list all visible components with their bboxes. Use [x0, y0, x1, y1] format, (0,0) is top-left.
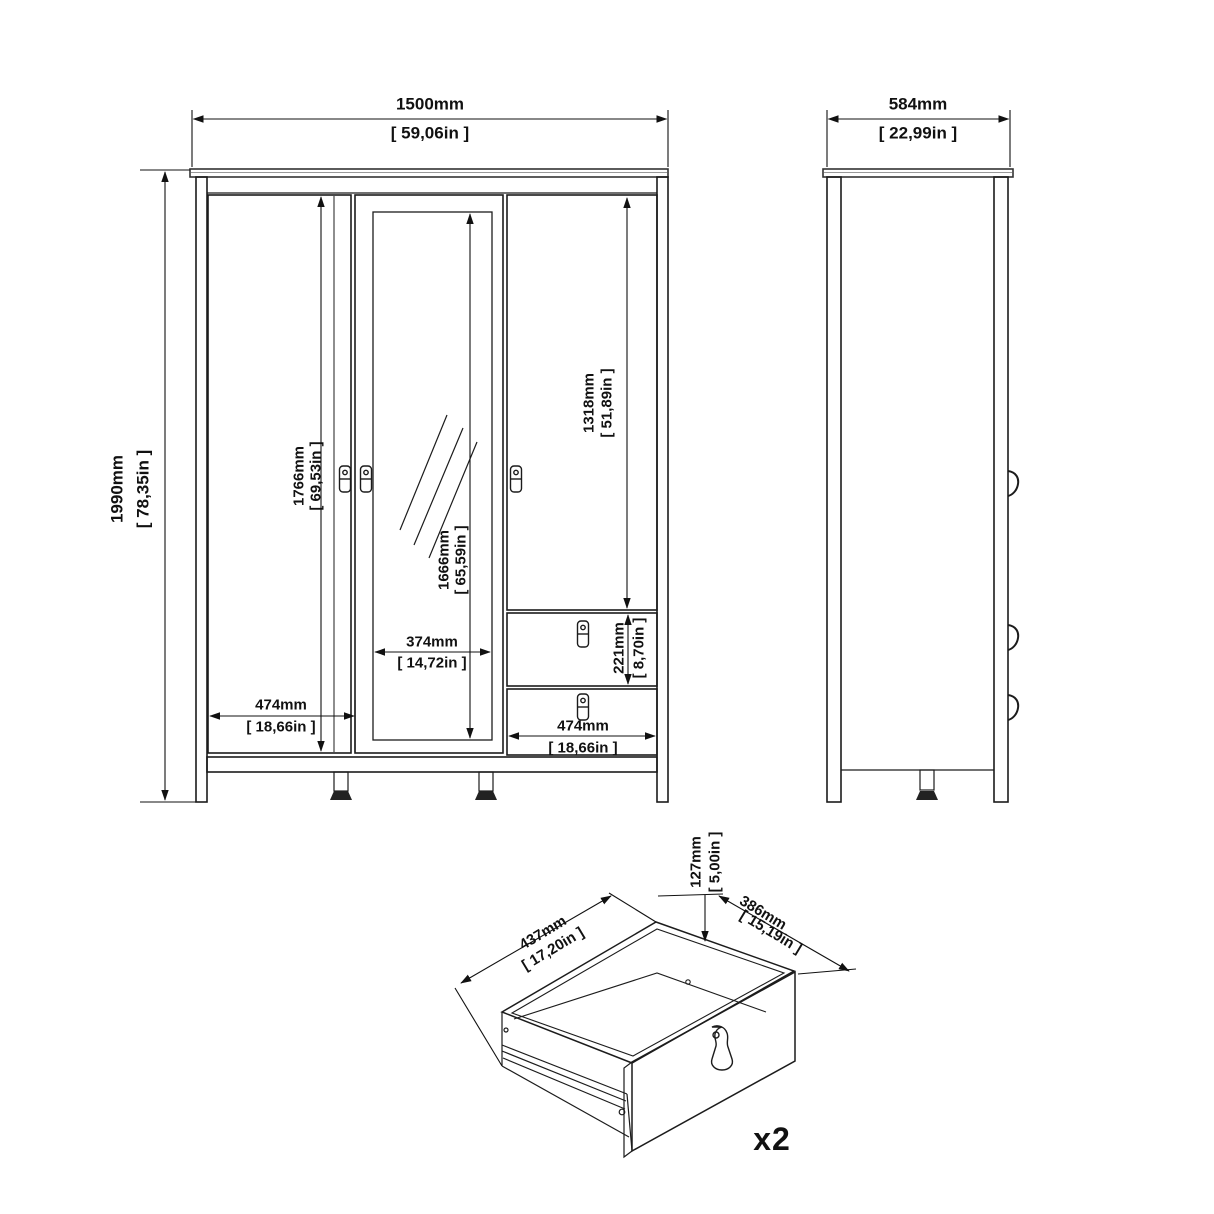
left-door-height-mm-label: 1766mm	[290, 445, 308, 507]
front-drawer-2	[506, 688, 658, 756]
side-hook-1	[1007, 470, 1020, 497]
front-width-in-label: [ 59,06in ]	[390, 123, 470, 143]
front-left-foot	[330, 771, 352, 800]
front-width-mm-label: 1500mm	[395, 94, 465, 114]
drawer-pull-handle	[710, 1025, 734, 1071]
side-handle-hooks	[1007, 470, 1020, 721]
drawer-left-side	[501, 1012, 633, 1152]
mirror-width-in-label: [ 14,72in ]	[397, 654, 467, 672]
dim-line-386	[718, 895, 850, 972]
side-hook-3	[1007, 694, 1020, 721]
left-door-handle	[338, 465, 352, 493]
drawer-interior-edges	[513, 972, 767, 1020]
front-right-foot	[475, 771, 497, 800]
right-drawer-width-in-label: [ 18,66in ]	[548, 739, 618, 757]
side-view-dimensions	[826, 110, 1011, 167]
front-right-leg	[656, 176, 669, 803]
right-door-handle	[509, 465, 523, 493]
mirror-height-in-label: [ 65,59in ]	[452, 525, 470, 595]
drawer-height-in-label: [ 8,70in ]	[630, 617, 648, 679]
mirror-door	[354, 194, 504, 754]
left-door-width-in-label: [ 18,66in ]	[246, 718, 316, 736]
drawer-quantity-label: x2	[753, 1121, 791, 1157]
front-height-in-label: [ 78,35in ]	[133, 449, 153, 529]
left-door-height-in-label: [ 69,53in ]	[307, 441, 325, 511]
left-door-width-mm-label: 474mm	[255, 696, 307, 714]
dim-line-437	[460, 895, 612, 984]
drawer-2-handle	[576, 693, 590, 721]
side-view-drawing	[822, 168, 1020, 803]
right-door-height-mm-label: 1318mm	[580, 372, 598, 434]
mirror-door-handle	[359, 465, 373, 493]
front-bottom-rail	[206, 756, 658, 773]
drawer-front-height-mm-label: 127mm	[687, 836, 705, 888]
drawer-detail-dimensions	[454, 892, 857, 1067]
drawer-front-height-in-label: [ 5,00in ]	[706, 831, 724, 893]
mirror-height-mm-label: 1666mm	[435, 529, 453, 591]
front-left-leg	[195, 176, 208, 803]
side-depth-mm-label: 584mm	[888, 94, 948, 114]
mirror-width-mm-label: 374mm	[406, 633, 458, 651]
front-height-mm-label: 1990mm	[107, 454, 127, 524]
side-back-leg	[993, 176, 1009, 803]
side-hook-2	[1007, 624, 1020, 651]
door-handles	[338, 465, 590, 721]
side-depth-in-label: [ 22,99in ]	[878, 123, 958, 143]
mirror	[372, 211, 493, 741]
drawer-front-panel	[631, 970, 796, 1153]
right-door-height-in-label: [ 51,89in ]	[598, 368, 616, 438]
right-door	[506, 194, 658, 611]
drawer-back-screw	[685, 979, 691, 985]
right-drawer-width-mm-label: 474mm	[557, 717, 609, 735]
left-door	[207, 194, 352, 754]
front-view-dimensions	[140, 110, 669, 803]
side-front-leg	[826, 176, 842, 803]
drawer-1-handle	[576, 620, 590, 648]
front-top-panel	[189, 168, 669, 178]
front-drawer-1	[506, 612, 658, 687]
side-foot	[916, 769, 938, 800]
side-top-panel	[822, 168, 1014, 178]
drawer-height-mm-label: 221mm	[610, 622, 628, 674]
drawer-front-panel-edge	[623, 1061, 633, 1159]
